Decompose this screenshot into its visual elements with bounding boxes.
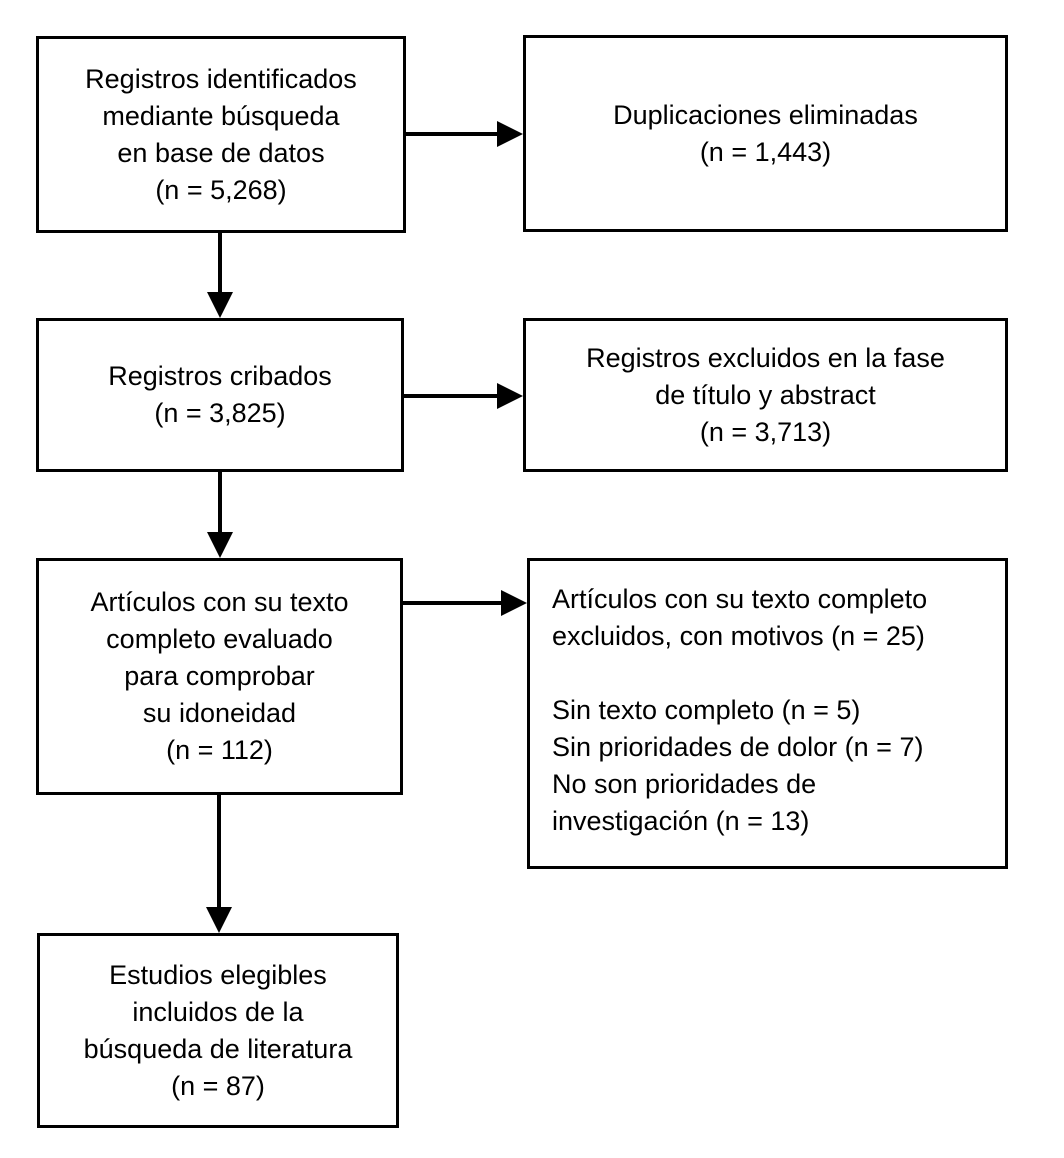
arrow-identificados-to-cribados xyxy=(207,233,233,318)
box-registros-cribados-text: Registros cribados (n = 3,825) xyxy=(108,361,332,428)
box-registros-identificados: Registros identificados mediante búsqued… xyxy=(36,36,406,233)
box-registros-identificados-text: Registros identificados mediante búsqued… xyxy=(85,63,357,205)
box-registros-cribados: Registros cribados (n = 3,825) xyxy=(36,318,404,472)
arrow-identificados-to-duplicaciones xyxy=(406,121,523,147)
box-duplicaciones-eliminadas-text: Duplicaciones eliminadas (n = 1,443) xyxy=(613,99,918,167)
arrow-texto-completo-to-elegibles xyxy=(206,795,232,933)
arrow-cribados-to-excluidos-titulo xyxy=(404,383,523,409)
box-registros-excluidos-titulo-abstract: Registros excluidos en la fase de título… xyxy=(523,318,1008,472)
box-duplicaciones-eliminadas: Duplicaciones eliminadas (n = 1,443) xyxy=(523,35,1008,232)
box-articulos-excluidos-con-motivos-text: Artículos con su texto completo excluido… xyxy=(552,584,928,836)
arrow-texto-completo-to-excluidos-motivos xyxy=(403,590,527,616)
arrow-cribados-to-texto-completo xyxy=(207,472,233,558)
box-estudios-elegibles-incluidos-text: Estudios elegibles incluidos de la búsqu… xyxy=(83,959,353,1101)
box-articulos-excluidos-con-motivos: Artículos con su texto completo excluido… xyxy=(527,558,1008,869)
box-articulos-texto-completo-evaluado-text: Artículos con su texto completo evaluado… xyxy=(90,587,349,765)
box-registros-excluidos-titulo-abstract-text: Registros excluidos en la fase de título… xyxy=(586,342,945,447)
box-estudios-elegibles-incluidos: Estudios elegibles incluidos de la búsqu… xyxy=(37,933,399,1128)
box-articulos-texto-completo-evaluado: Artículos con su texto completo evaluado… xyxy=(36,558,403,795)
